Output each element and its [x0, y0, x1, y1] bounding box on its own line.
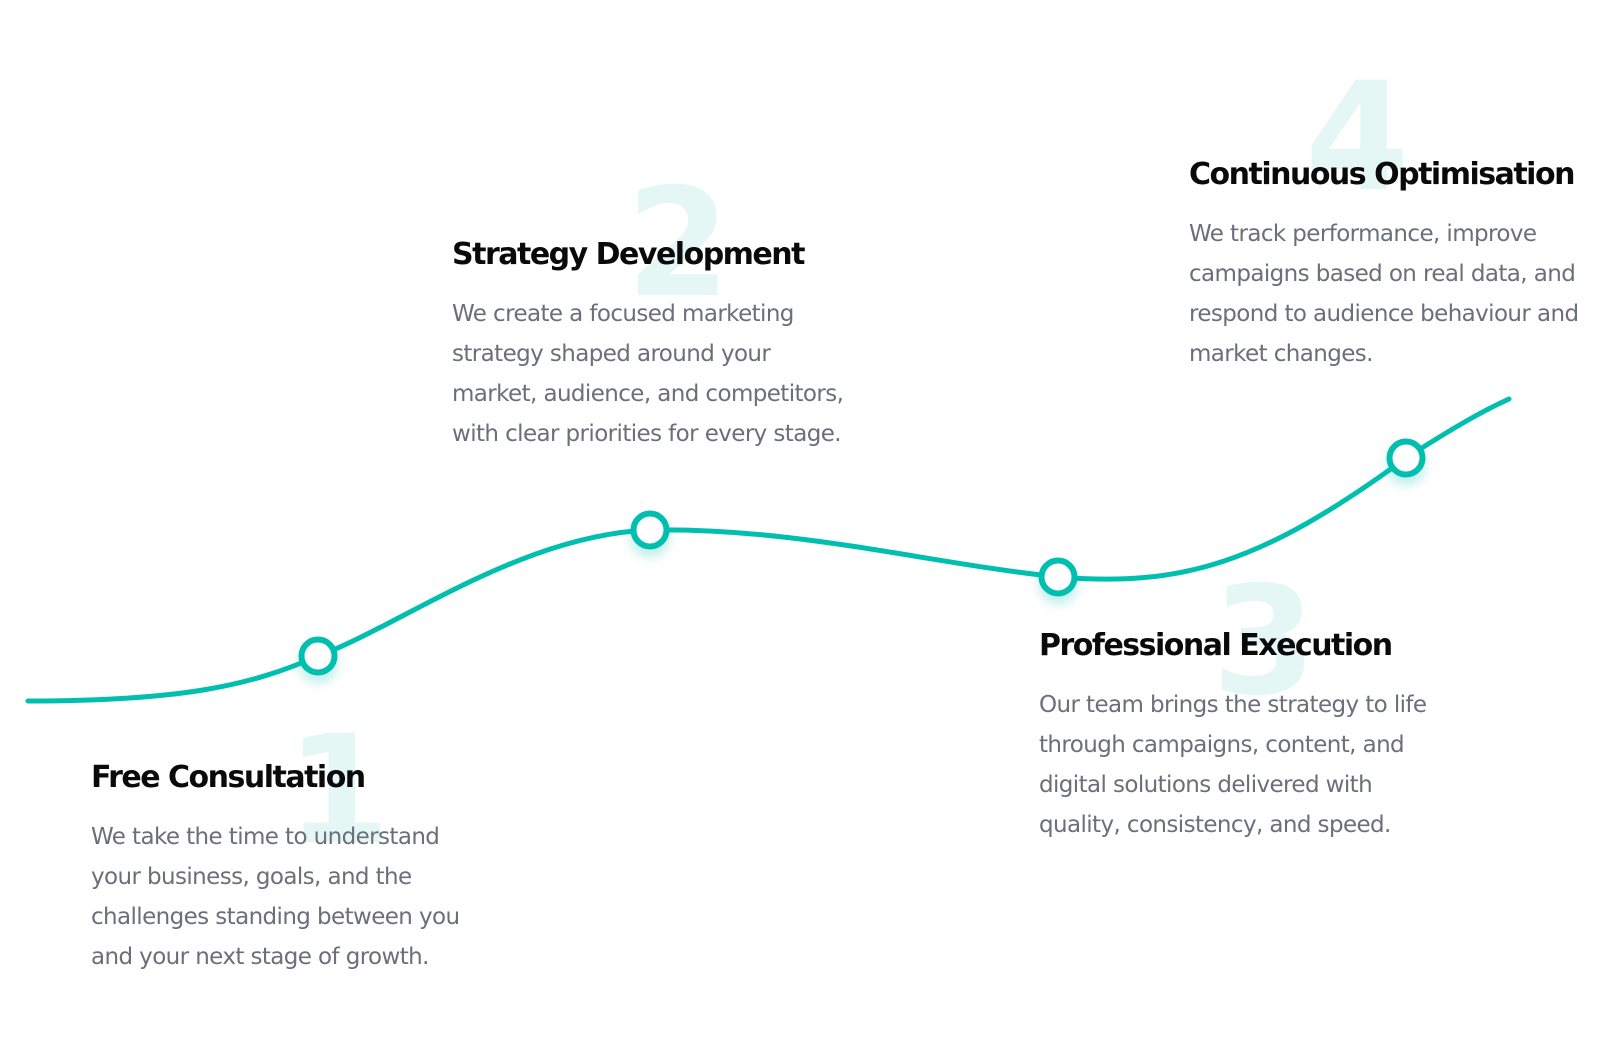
- step-description: We create a focused marketing strategy s…: [452, 301, 844, 447]
- step-title: Continuous Optimisation: [1189, 157, 1575, 192]
- milestone-marker-3: [1038, 557, 1078, 605]
- step-description: We track performance, improve campaigns …: [1189, 221, 1579, 367]
- step-title: Free Consultation: [91, 760, 366, 795]
- milestone-marker-2: [630, 510, 670, 558]
- step-title: Strategy Development: [452, 237, 805, 272]
- step-description: Our team brings the strategy to life thr…: [1039, 692, 1427, 838]
- milestone-marker-1: [298, 636, 338, 684]
- step-free-consultation: 1 Free Consultation We take the time to …: [91, 716, 471, 977]
- step-title: Professional Execution: [1039, 628, 1393, 663]
- timeline-curve: [25, 396, 1512, 704]
- step-description: We take the time to understand your busi…: [91, 824, 460, 970]
- milestone-marker-4: [1386, 438, 1426, 486]
- step-continuous-optimisation: 4 Continuous Optimisation We track perfo…: [1189, 63, 1579, 374]
- step-strategy-development: 2 Strategy Development We create a focus…: [452, 169, 852, 454]
- step-professional-execution: 3 Professional Execution Our team brings…: [1039, 567, 1439, 845]
